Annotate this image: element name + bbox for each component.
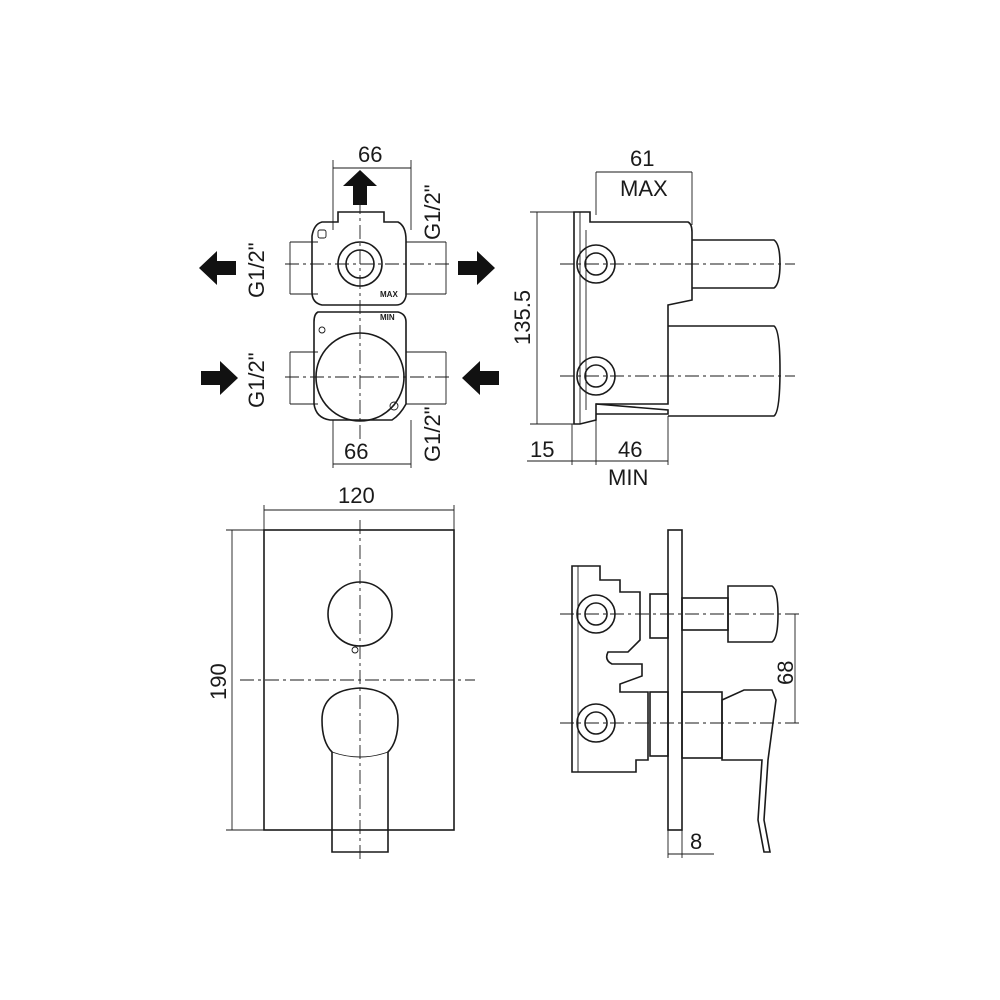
body-front-view: 66 MAX MIN [199, 142, 499, 468]
port-label-left-upper: G1/2" [244, 242, 269, 298]
plate-front-view: 120 190 [206, 483, 475, 860]
plate-thickness-label: 8 [690, 829, 702, 854]
offset-label: 15 [530, 437, 554, 462]
min-depth-label: MIN [608, 465, 648, 490]
height-label: 135.5 [510, 290, 535, 345]
port-label-left-lower: G1/2" [244, 352, 269, 408]
body-side-view: 61 MAX 135.5 15 46 MIN [510, 146, 795, 490]
max-depth-label: MAX [620, 176, 668, 201]
spacing-label: 68 [773, 661, 798, 685]
inlet-arrow-left-icon [462, 361, 499, 395]
outlet-arrow-left-icon [199, 251, 236, 285]
cover-plate-side [667, 529, 683, 831]
plate-height-label: 190 [206, 663, 231, 700]
min-depth-value: 46 [618, 437, 642, 462]
plate-width-label: 120 [338, 483, 375, 508]
max-stop-label: MAX [380, 290, 398, 299]
min-stop-label: MIN [380, 313, 395, 322]
outlet-arrow-up-icon [343, 170, 377, 205]
outlet-arrow-right-icon [458, 251, 495, 285]
max-depth-value: 61 [630, 146, 654, 171]
port-label-bottom-right: G1/2" [420, 406, 445, 462]
port-label-top-right: G1/2" [420, 184, 445, 240]
plate-side-view: 68 8 [560, 529, 800, 858]
bottom-width-label: 66 [344, 439, 368, 464]
top-width-label: 66 [358, 142, 382, 167]
inlet-arrow-right-icon [201, 361, 238, 395]
